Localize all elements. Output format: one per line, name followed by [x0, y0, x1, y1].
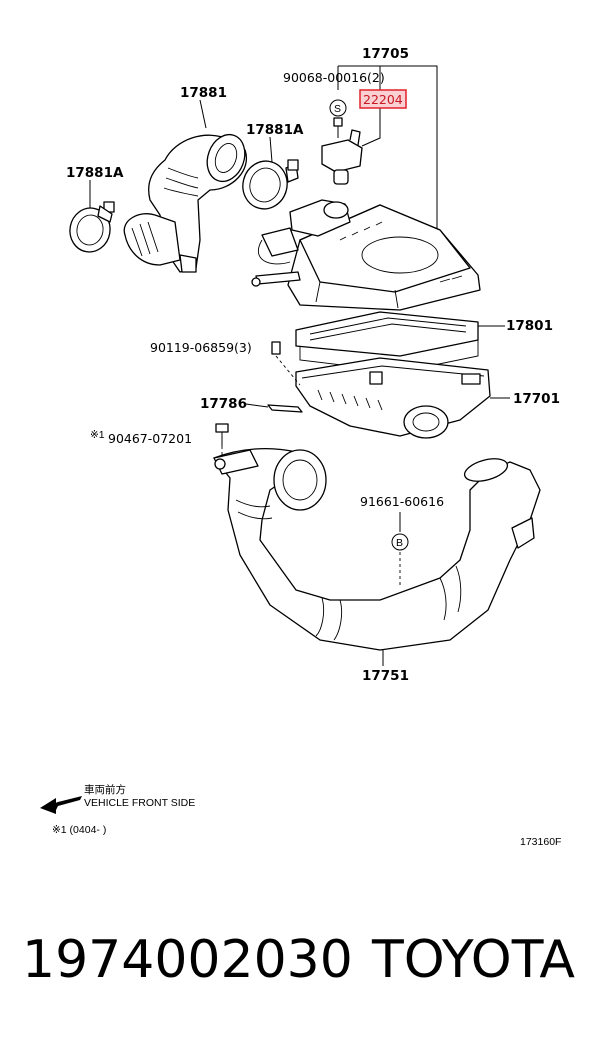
label-90467: 90467-07201 [108, 431, 192, 446]
label-91661: 91661-60616 [360, 494, 444, 509]
label-17751: 17751 [362, 668, 409, 684]
label-22204: 22204 [363, 92, 403, 107]
hose-clamp-right [242, 159, 299, 210]
label-17881: 17881 [180, 85, 227, 101]
mark-s-circle: S [329, 99, 347, 117]
cap-connector [251, 199, 351, 287]
label-17881A-top: 17881A [246, 122, 304, 138]
footer: 1974002030 TOYOTA [0, 930, 600, 1020]
label-17881A-left: 17881A [66, 165, 124, 181]
air-filter-element [295, 311, 505, 373]
air-cleaner-cap [287, 204, 481, 311]
label-90068: 90068-00016(2) [283, 70, 385, 85]
legend-arrow-jp: 車両前方 [84, 783, 126, 796]
assembly-bracket-17705 [337, 65, 438, 232]
air-flow-meter [321, 108, 381, 185]
hose-clamp-left [69, 201, 115, 253]
intake-hose-17881 [123, 133, 248, 273]
label-17701: 17701 [513, 391, 560, 407]
clip-17786 [245, 403, 303, 413]
bolt-90467 [215, 423, 229, 462]
label-17705: 17705 [362, 46, 409, 62]
air-cleaner-case [295, 357, 510, 439]
diagram-code: 173160F [520, 836, 561, 848]
svg-text:S: S [334, 103, 341, 115]
leader-17881A-top [269, 136, 273, 163]
screw-90068 [333, 117, 343, 138]
legend-arrow-en: VEHICLE FRONT SIDE [84, 797, 195, 809]
label-90119: 90119-06859(3) [150, 340, 252, 355]
label-22204-highlight: 22204 [359, 89, 407, 109]
inlet-duct [213, 447, 541, 651]
bolt-90119 [271, 341, 301, 386]
exploded-parts-diagram: 17705 90068-00016(2) 22204 S 17881 17881… [40, 46, 561, 848]
label-17801: 17801 [506, 318, 553, 334]
label-17786: 17786 [200, 396, 247, 412]
vehicle-front-arrow-icon [40, 796, 82, 814]
legend-note: ※1 (0404- ) [52, 824, 106, 836]
svg-text:B: B [396, 537, 403, 549]
leader-17881 [199, 99, 207, 129]
mark-b-circle: B [391, 533, 409, 551]
ref-mark-1: ※1 [90, 429, 105, 441]
part-number: 1974002030 [22, 930, 353, 990]
brand-name: TOYOTA [372, 930, 575, 990]
